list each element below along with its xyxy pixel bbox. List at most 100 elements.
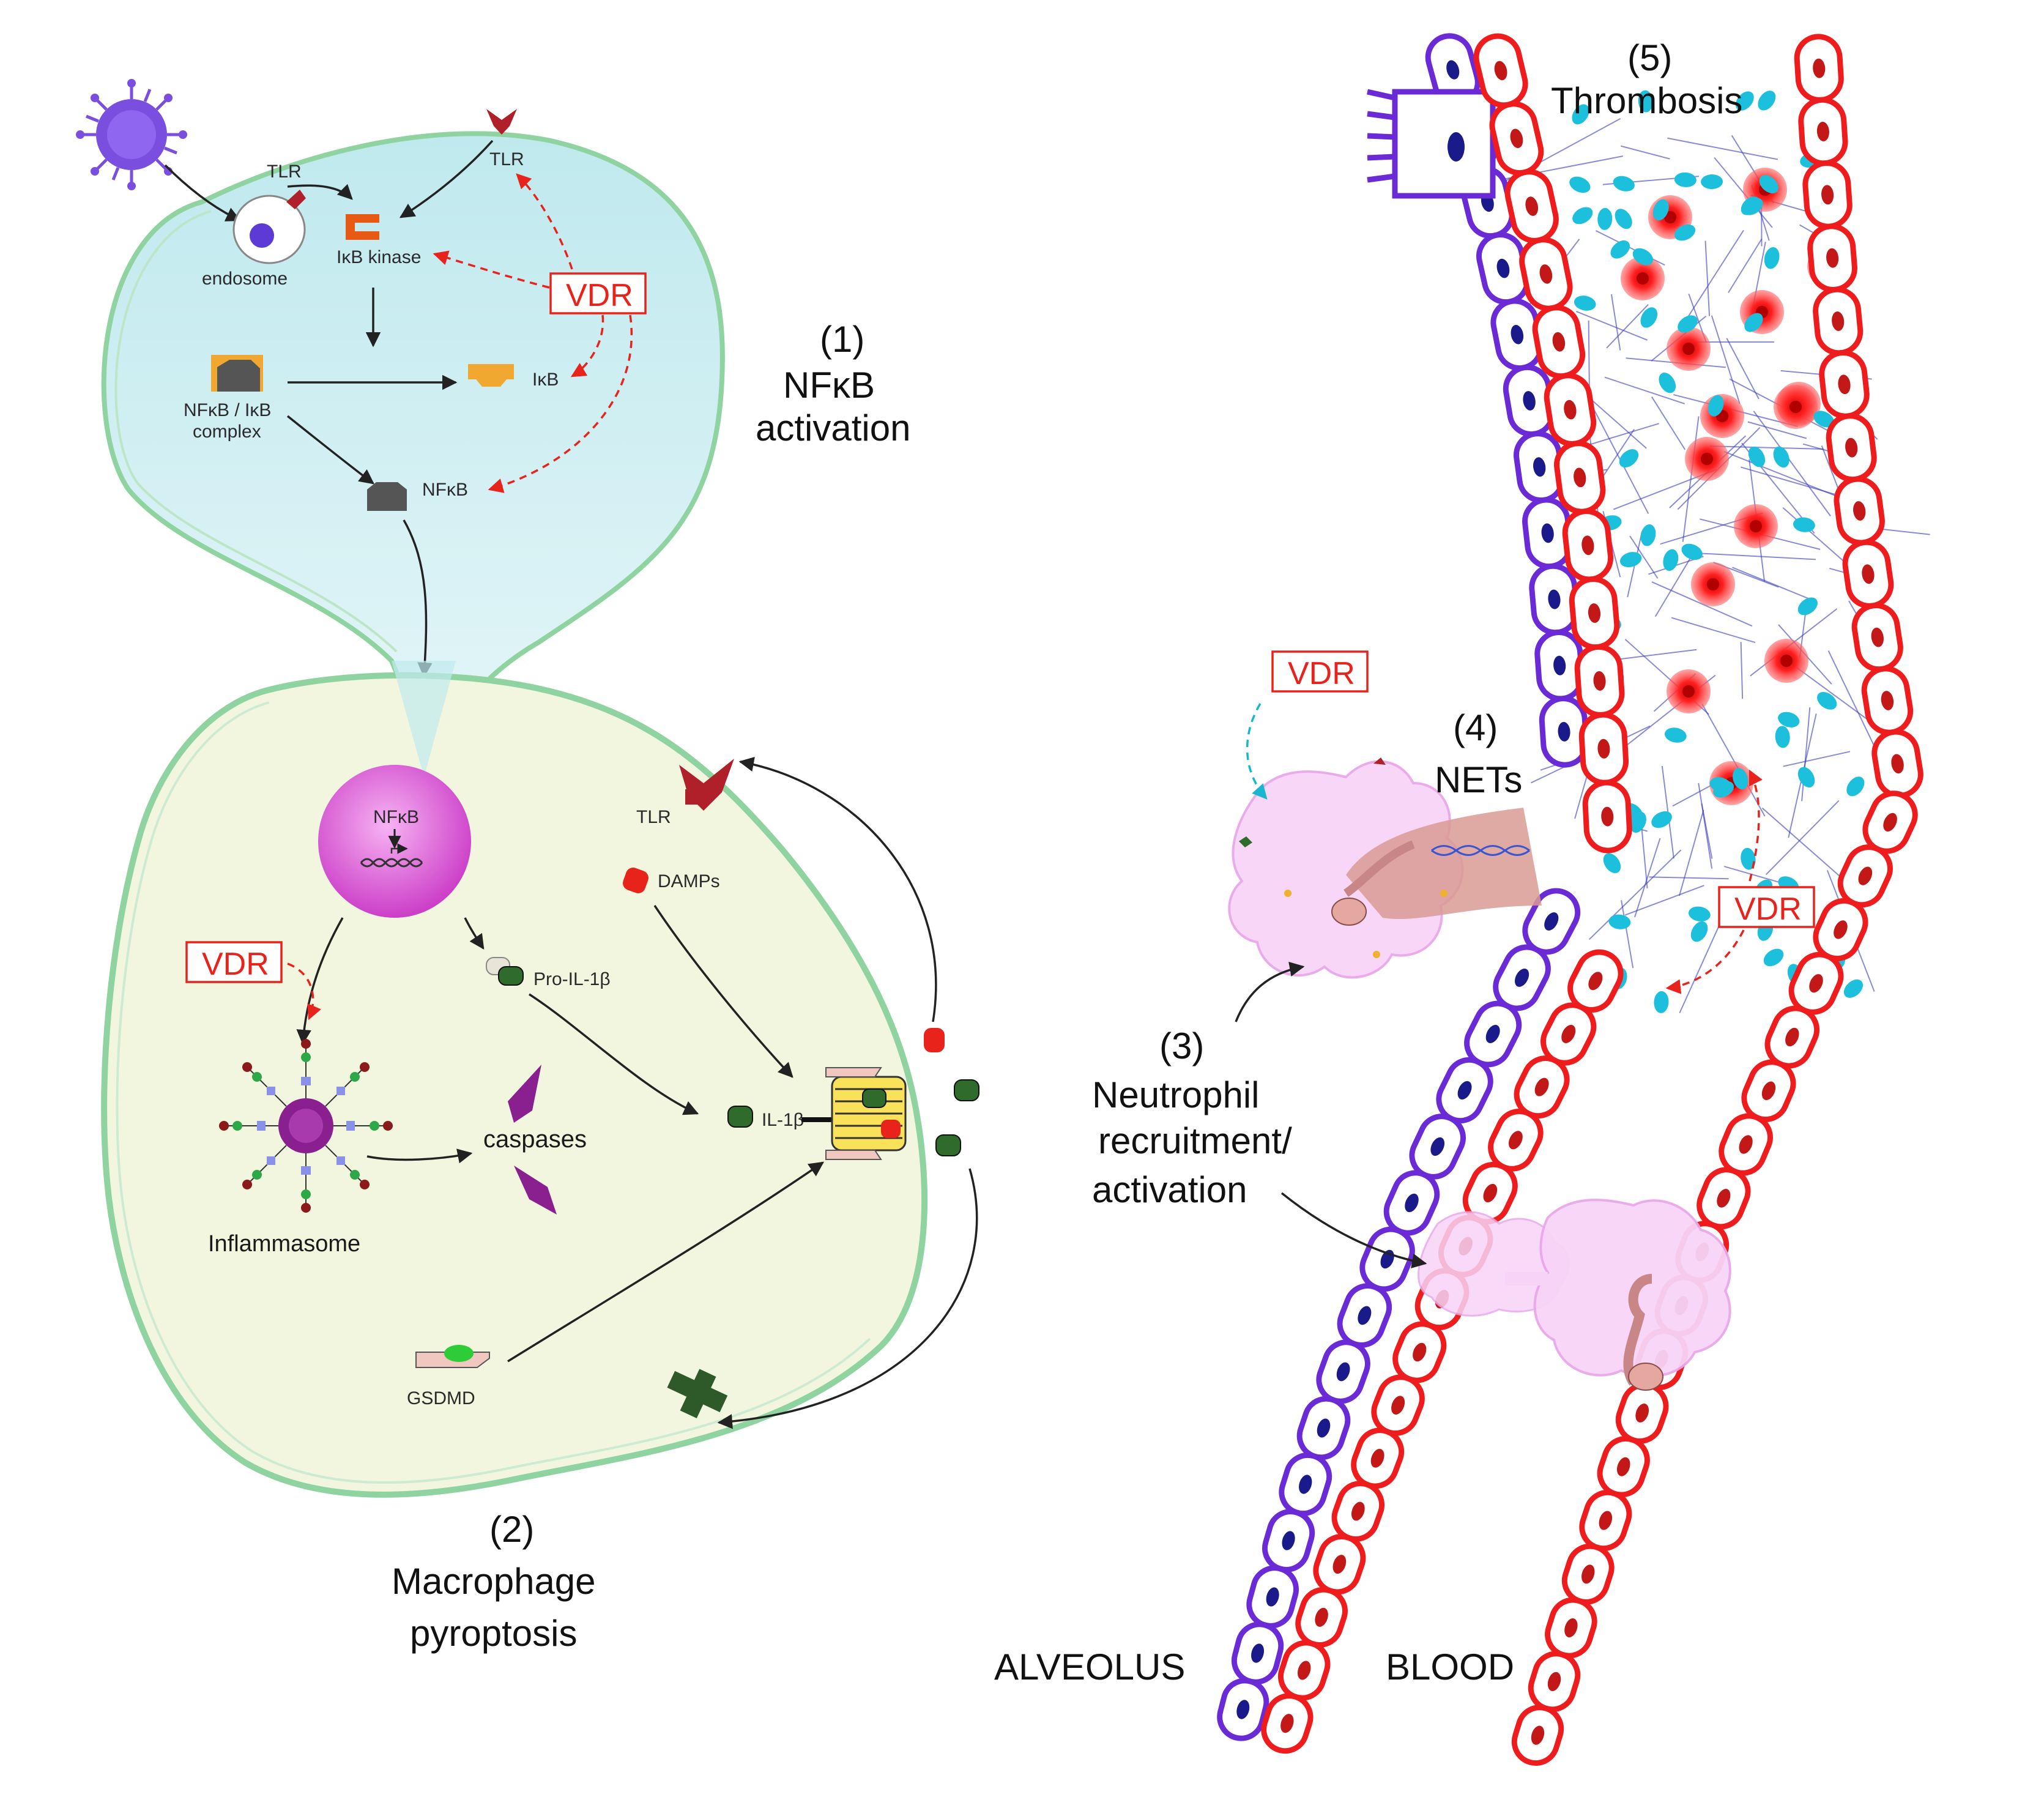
step3-title-line1: Neutrophil [1092,1074,1260,1115]
tlr-endosome-label: TLR [267,162,302,182]
nfkb-free-label: NFκB [422,480,468,500]
step3-title-line2: recruitment/ [1098,1120,1292,1161]
endothelial-cell [1561,1543,1615,1605]
nfkb-activation-panel: TLR endosome IκB kinase TLR VDR NFκB / I… [76,79,910,787]
red-blood-cell-icon [1691,562,1735,606]
endothelial-cell [1597,1435,1650,1498]
red-blood-cell-icon [1685,437,1729,481]
macrophage-panel: NFκB VDR Pro-IL-1β [101,661,979,1654]
platelet-icon [1681,543,1703,560]
platelet-icon [1748,446,1766,467]
pore-icon [825,1067,907,1160]
endothelial-cell [1569,576,1620,650]
endothelial-cell [1489,101,1544,176]
platelet-icon [1610,240,1630,259]
epithelial-cell [1231,1621,1284,1685]
platelet-icon [1665,727,1687,743]
vdr-thrombosis-label: VDR [1734,891,1802,927]
platelet-icon [1713,781,1734,798]
step2-title-line1: Macrophage [392,1561,596,1602]
released-il1b [954,1079,979,1101]
vdr-box-macrophage [185,941,283,983]
endothelial-cell [1834,476,1885,546]
platelet-icon [1603,853,1621,874]
platelet-icon [1651,811,1672,828]
step4-number: (4) [1453,707,1498,748]
step3-number: (3) [1159,1025,1204,1066]
epithelial-cell [1316,1339,1370,1404]
macrophage-cell [101,672,928,1498]
endothelial-cell [1807,223,1857,292]
platelet-icon [1572,104,1589,125]
dna-icon [360,843,423,868]
vdr-nfkb-label: VDR [566,278,633,313]
platelet-icon [1630,811,1646,833]
tlr-receptor-icon [486,109,517,135]
nfkb-ikb-complex-icon [211,355,263,392]
platelet-icon [1775,726,1790,748]
vdr-box-thrombosis [1718,886,1815,928]
platelet-icon [1674,224,1696,241]
complex-label-line2: complex [193,422,261,442]
endothelial-cell [1528,1651,1581,1713]
endothelial-cell [1574,644,1625,718]
platelet-icon [1758,91,1776,111]
endothelial-cell [1519,237,1573,311]
platelet-icon [1843,979,1864,998]
tlr-receptor-icon [679,759,734,811]
platelet-icon [1674,172,1697,187]
endothelial-cell [1851,603,1903,672]
platelet-icon [1701,174,1723,190]
platelet-icon [1763,948,1784,967]
step1-number: (1) [820,319,864,360]
endothelial-cell [1562,508,1614,582]
platelet-icon [1608,914,1631,929]
ikb-icon [468,364,514,387]
inflammasome-icon [219,1039,393,1213]
step1-title-line1: NFκB [783,365,875,406]
platelet-icon [1574,296,1596,311]
step2-number: (2) [489,1509,534,1550]
platelet-icon [1817,691,1837,710]
platelet-icon [1793,517,1815,532]
platelet-icon [1613,176,1635,192]
nucleus: NFκB [318,765,471,918]
platelet-icon [1663,549,1679,571]
endothelial-cell [1371,1374,1425,1436]
blood-label: BLOOD [1386,1646,1514,1687]
gsdmd-pore-icon [667,1369,728,1419]
platelet-icon [1764,247,1780,269]
alveolar-epithelium [1217,33,1589,1741]
caspases-label: caspases [483,1126,587,1153]
platelet-icon [1742,198,1763,215]
nucleus-nfkb-label: NFκB [373,807,419,827]
red-blood-cell-icon [1734,504,1778,548]
tlr-membrane-label: TLR [489,149,524,169]
damps-icon [623,868,649,893]
transmigrating-neutrophil [1418,1199,1731,1391]
platelet-icon [1735,91,1754,111]
step4-title: NETs [1435,759,1522,800]
gsdmd-icon [415,1345,490,1368]
ikb-kinase-icon [346,214,379,240]
platelet-icon [1813,411,1834,428]
endothelial-cell [1582,779,1632,854]
platelet-icon [1659,373,1676,393]
endothelial-cell [1545,1597,1597,1659]
endothelial-cell [1826,413,1877,483]
endothelial-cell [1554,441,1606,515]
vdr-nets-label: VDR [1288,656,1355,691]
damps-label: DAMPs [658,871,720,891]
red-blood-cell-icon [1774,385,1818,429]
platelet-icon [1846,776,1865,797]
endothelial-cell [1764,1005,1820,1069]
epithelial-cell [1246,1565,1299,1629]
platelet-icon [1597,207,1613,230]
endothelial-cell [1504,169,1559,244]
platelet-icon [1708,395,1724,417]
endothelial-cell [1567,949,1624,1013]
platelet-icon [1640,524,1656,546]
endothelial-cell [1861,666,1914,735]
platelet-icon [1778,712,1800,727]
endothelial-cell [1871,729,1923,798]
